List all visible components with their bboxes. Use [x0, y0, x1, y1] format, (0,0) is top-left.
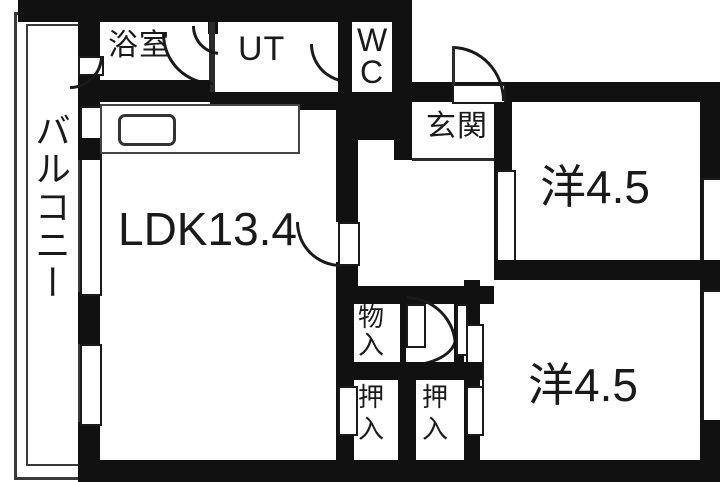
label-monoire-1: 物 [358, 302, 385, 332]
genkan-step-line [412, 158, 494, 161]
wall-ldk-south-stub [336, 286, 358, 300]
wall-between-right-rooms [494, 260, 720, 280]
ldk-hall-door-panel[interactable] [338, 222, 360, 266]
room-genkan [412, 102, 494, 160]
wall-below-bath [100, 80, 210, 102]
room-oshiire-left [354, 380, 398, 460]
label-western-top-right: 洋4.5 [540, 161, 650, 213]
balcony-inner-outline [26, 24, 80, 466]
label-bathroom: 浴室 [108, 29, 170, 62]
balcony-window-pane-1 [80, 106, 102, 296]
oshiire-left-door[interactable] [338, 386, 358, 436]
label-ldk: LDK13.4 [118, 203, 298, 255]
wall-storage-west [336, 286, 354, 362]
wall-wc-left [338, 22, 352, 92]
exterior-wall-right-upper [700, 82, 720, 178]
room-monoire [354, 304, 400, 362]
label-western-bottom-right: 洋4.5 [528, 359, 638, 411]
wall-bottom-right-exterior [700, 420, 720, 462]
entrance-door-swing-arc [452, 46, 505, 101]
exterior-wall-bottom [78, 460, 720, 482]
room-western-bottom-right [480, 280, 700, 460]
oshiire-right-door[interactable] [466, 386, 484, 436]
label-wc-c: C [360, 54, 384, 90]
label-oshiire-left-1: 押 [358, 382, 385, 412]
top-right-room-window [702, 178, 720, 266]
ldk-hall-door-swing-arc [296, 222, 341, 267]
kitchen-counter-end-wall [78, 138, 100, 160]
wall-closet-divider [398, 362, 416, 462]
wall-ldk-east-lower [336, 262, 358, 286]
ldk-west-wall-b [78, 292, 100, 344]
label-oshiire-right-1: 押 [422, 382, 449, 412]
label-oshiire-left-2: 入 [358, 414, 385, 444]
top-right-room-door-panel[interactable] [496, 170, 516, 266]
label-ut: UT [238, 30, 286, 68]
room-wc [352, 22, 392, 92]
wall-hall-west [394, 92, 412, 160]
wall-monoire-east [400, 304, 406, 362]
wall-ldk-east-upper [336, 110, 358, 222]
label-monoire-2: 入 [358, 330, 385, 360]
wall-wc-right [392, 22, 412, 92]
hall-side-window [456, 304, 468, 356]
room-oshiire-right [416, 380, 464, 460]
kitchen-sink [118, 114, 176, 146]
label-oshiire-right-2: 入 [422, 414, 449, 444]
room-western-top-right [512, 102, 700, 260]
ldk-west-wall-c [78, 422, 100, 462]
entrance-door-hinge [452, 46, 455, 86]
label-balcony: バルコニー [30, 112, 71, 302]
balcony-window-pane-2 [80, 344, 102, 426]
label-genkan: 玄関 [426, 110, 488, 143]
exterior-wall-top-left [18, 0, 412, 22]
label-wc-w: W [357, 22, 388, 58]
bottom-right-room-window [702, 290, 720, 424]
